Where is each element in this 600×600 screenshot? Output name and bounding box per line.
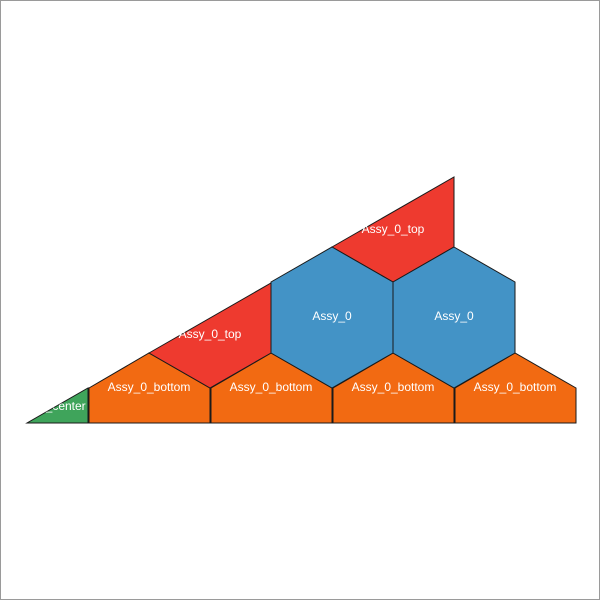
cell-hex-2: Assy_0 (392, 246, 516, 389)
cell-hex-1-label: Assy_0 (312, 309, 352, 323)
cell-bottom-1-label: Assy_0_bottom (108, 380, 191, 394)
cell-center-label: Assy_0_center (6, 399, 85, 413)
cell-bottom-4-label: Assy_0_bottom (474, 380, 557, 394)
cell-bottom-2-label: Assy_0_bottom (230, 380, 313, 394)
cell-top-2-label: Assy_0_top (362, 222, 425, 236)
cell-top-1-label: Assy_0_top (179, 327, 242, 341)
cell-hex-2-shape (392, 246, 516, 389)
cell-center: Assy_0_center (6, 387, 89, 424)
cell-bottom-3-label: Assy_0_bottom (352, 380, 435, 394)
cell-center-shape (25, 387, 89, 424)
cell-hex-2-label: Assy_0 (434, 309, 474, 323)
